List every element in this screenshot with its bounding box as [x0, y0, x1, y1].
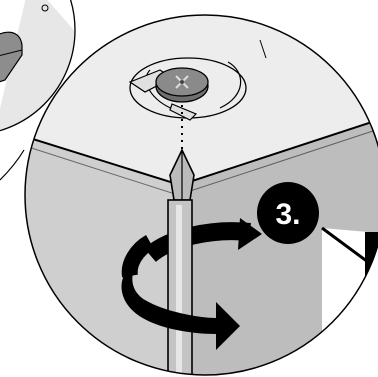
wall-panel: [322, 228, 368, 377]
screw-icon: [156, 68, 208, 102]
step-number: 3.: [275, 198, 300, 231]
screwdriver-icon: [168, 150, 194, 377]
step-badge: 3.: [257, 182, 319, 244]
